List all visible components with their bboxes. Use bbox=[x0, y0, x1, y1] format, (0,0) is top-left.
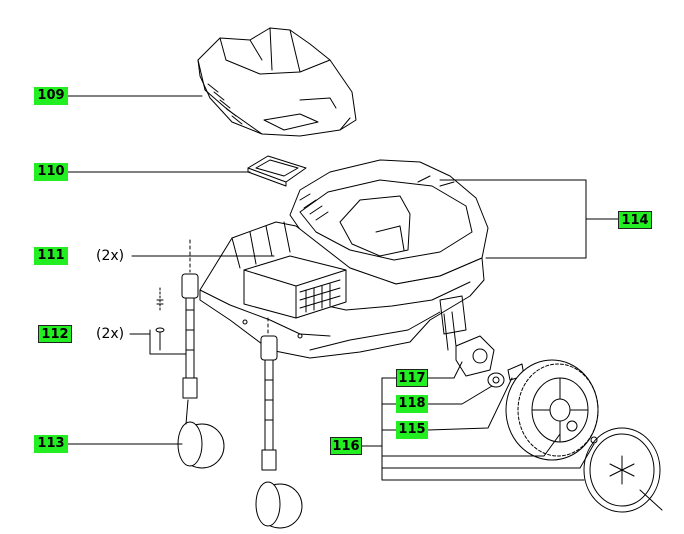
callout-110: 110 bbox=[34, 163, 68, 181]
callout-115: 115 bbox=[396, 421, 428, 439]
part-116-hubcap bbox=[583, 427, 663, 513]
part-112-screws bbox=[149, 287, 187, 355]
callout-114: 114 bbox=[618, 211, 652, 229]
callout-113: 113 bbox=[34, 435, 68, 453]
part-117-axle-bracket bbox=[443, 311, 495, 377]
part-110-filter-frame bbox=[247, 155, 307, 187]
quantity-111: (2x) bbox=[96, 248, 125, 264]
callout-116: 116 bbox=[330, 437, 362, 455]
part-113-caster-left bbox=[177, 273, 225, 469]
part-118-bushing bbox=[487, 372, 505, 388]
part-113-caster-right bbox=[255, 335, 303, 529]
leader-lines bbox=[67, 95, 621, 481]
callout-118: 118 bbox=[396, 395, 428, 413]
quantity-112: (2x) bbox=[96, 326, 125, 342]
axis-lines bbox=[189, 239, 269, 337]
callout-109: 109 bbox=[34, 87, 68, 105]
callout-111: 111 bbox=[34, 247, 68, 265]
callout-112: 112 bbox=[38, 325, 72, 343]
part-116-rear-wheel bbox=[505, 359, 599, 461]
part-111-filter-cartridge bbox=[243, 255, 347, 319]
part-114-lid bbox=[289, 159, 489, 285]
callout-117: 117 bbox=[396, 369, 428, 387]
part-109-top-tray bbox=[197, 27, 357, 137]
